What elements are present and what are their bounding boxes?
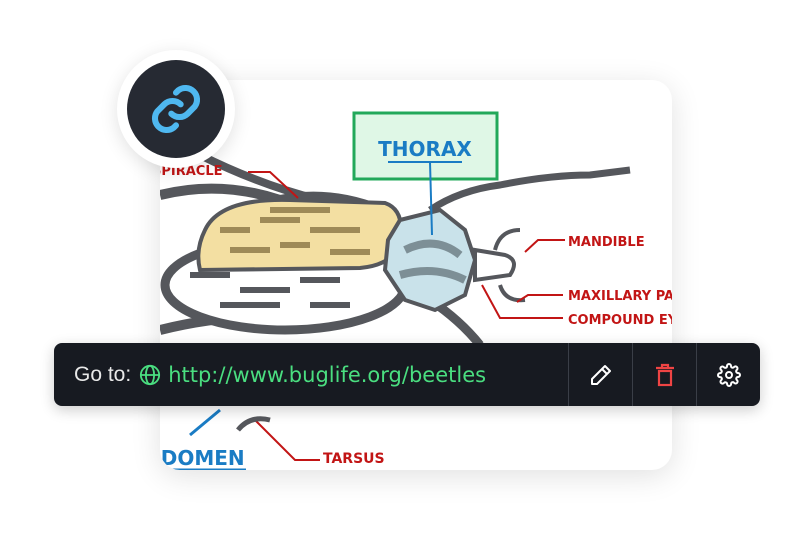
beetle-diagram: THORAX SPIRACLE MANDIBLE MAXILLARY PALP … (160, 111, 672, 470)
thorax-leader (429, 161, 433, 236)
goto-link[interactable]: Go to: http://www.buglife.org/beetles (54, 343, 568, 406)
mandible-leader (524, 239, 565, 253)
globe-icon (140, 364, 161, 385)
image-card: THORAX SPIRACLE MANDIBLE MAXILLARY PALP … (160, 80, 672, 470)
link-badge (117, 50, 235, 168)
tarsus-leader (254, 419, 320, 461)
url-link[interactable]: http://www.buglife.org/beetles (168, 362, 487, 387)
beetle-thorax (382, 207, 478, 313)
beetle-leg (198, 151, 321, 204)
label-mandible: MANDIBLE (568, 235, 645, 250)
delete-button[interactable] (632, 343, 696, 406)
wing-pattern (190, 272, 350, 308)
beetle-antenna (428, 166, 631, 213)
label-maxillary-palp: MAXILLARY PALP (568, 289, 672, 304)
settings-button[interactable] (696, 343, 760, 406)
edit-button[interactable] (568, 343, 632, 406)
elytra-pattern (220, 207, 370, 255)
goto-label: Go to: (74, 362, 132, 386)
trash-icon (655, 363, 674, 386)
beetle-head (473, 247, 516, 283)
link-icon (151, 84, 201, 134)
label-tarsus: TARSUS (323, 451, 385, 467)
gear-icon (716, 362, 741, 387)
spiracle-leader (248, 171, 299, 199)
abdomen-leader (189, 408, 221, 437)
label-abdomen: ABDOMEN (160, 446, 245, 470)
link-toolbar: Go to: http://www.buglife.org/beetles (54, 343, 760, 406)
compound-eye-leader (481, 284, 563, 319)
pencil-icon (590, 364, 611, 385)
label-thorax: THORAX (378, 137, 472, 161)
thorax-pattern (398, 239, 467, 284)
beetle-foot (236, 416, 271, 432)
label-compound-eye: COMPOUND EYE (568, 313, 672, 328)
beetle-mouthparts (493, 228, 526, 303)
thorax-label-box (352, 111, 499, 181)
maxillary-leader (516, 294, 563, 303)
